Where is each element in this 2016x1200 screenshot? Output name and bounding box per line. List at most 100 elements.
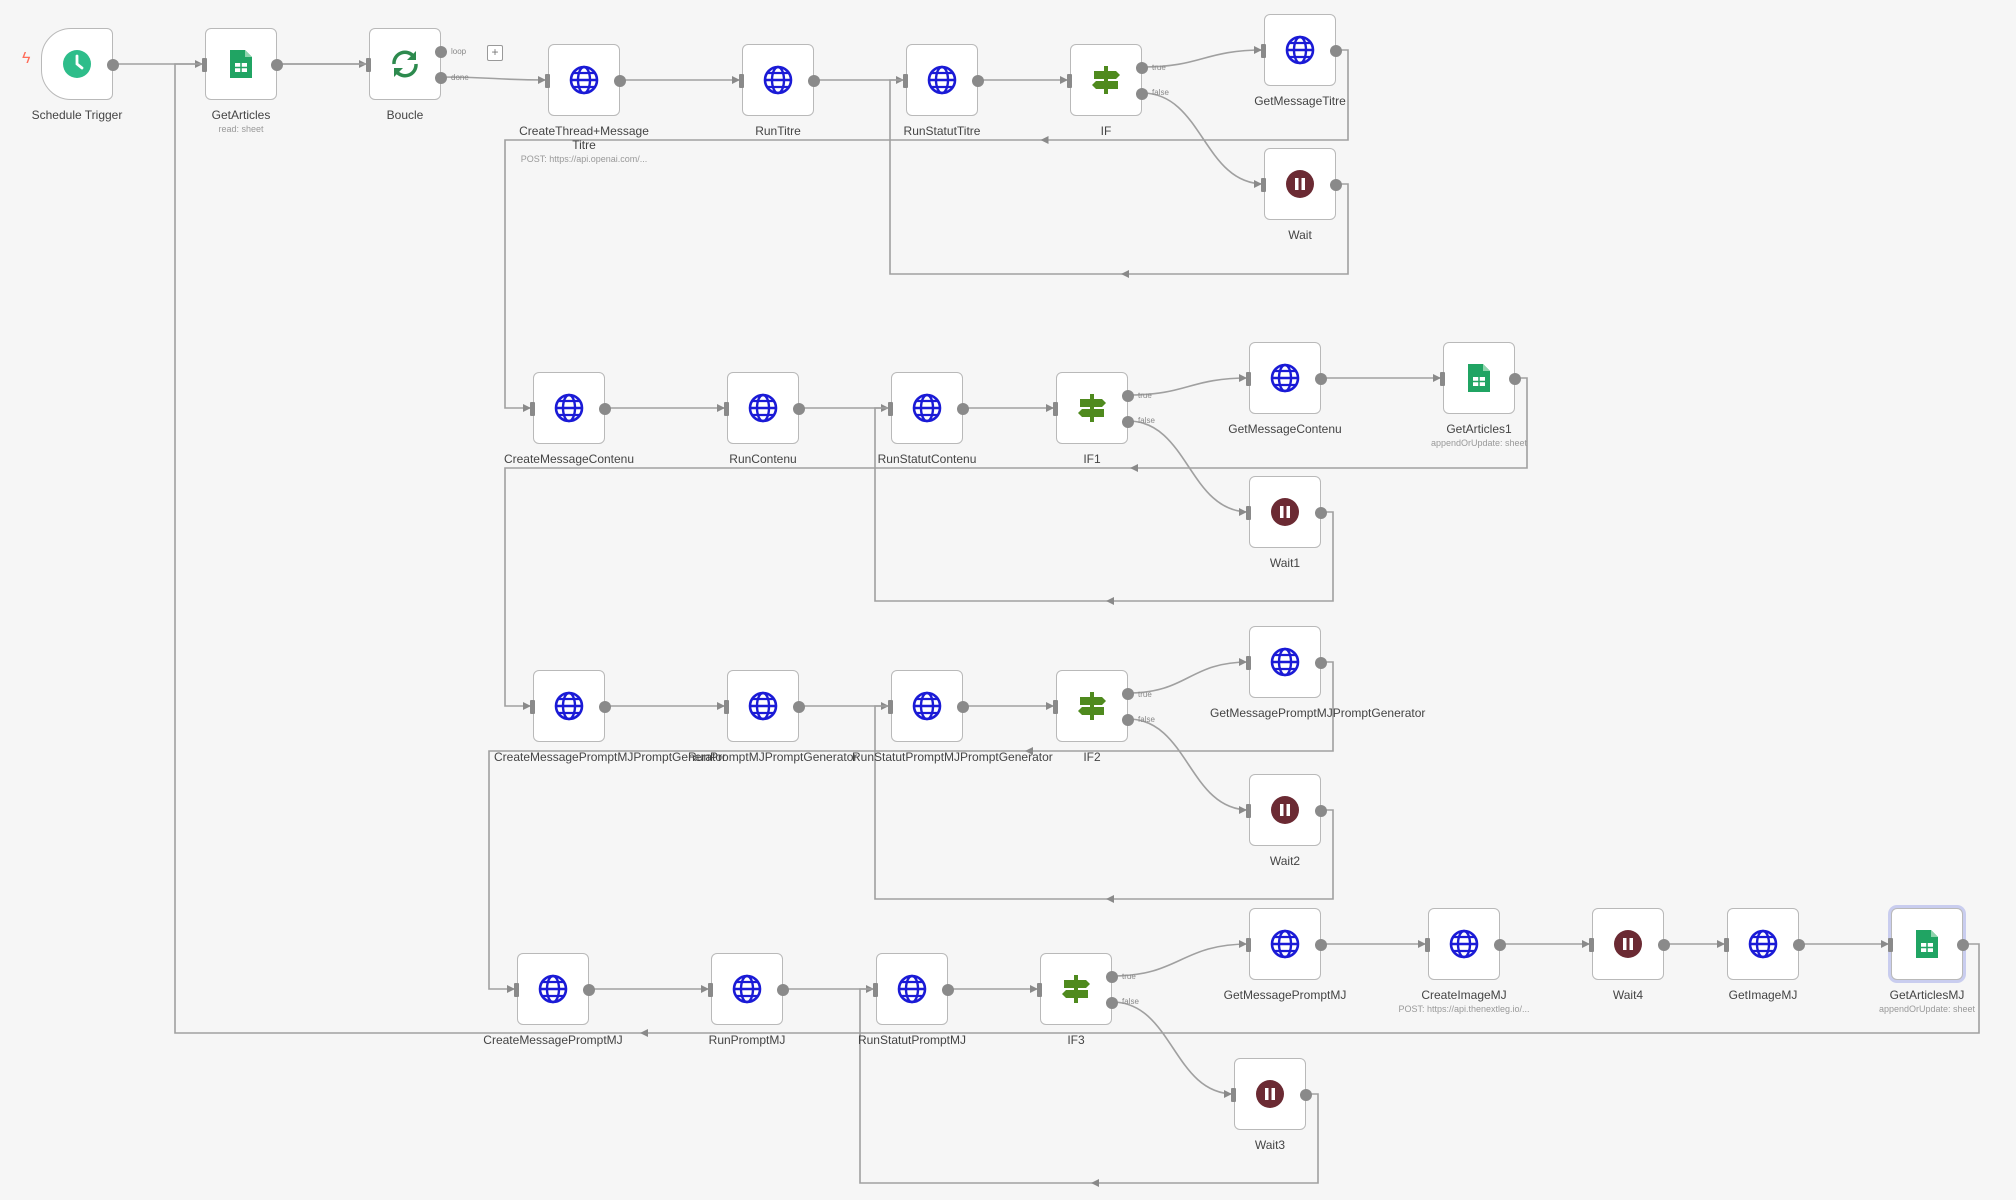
input-port[interactable] [1246, 506, 1251, 520]
output-port[interactable] [271, 59, 283, 71]
output-port[interactable] [1315, 373, 1327, 385]
node-getmessagecontenu[interactable] [1246, 342, 1327, 414]
input-port[interactable] [888, 402, 893, 416]
output-port[interactable] [1494, 939, 1506, 951]
output-port[interactable] [1957, 939, 1969, 951]
node-getmessageprompt[interactable] [1246, 626, 1327, 698]
output-port[interactable] [435, 46, 447, 58]
input-port[interactable] [724, 700, 729, 714]
node-boucle[interactable] [366, 28, 447, 100]
output-port[interactable] [1315, 657, 1327, 669]
node-runstatustitre[interactable] [903, 44, 984, 116]
node-runcontenu[interactable] [724, 372, 805, 444]
input-port[interactable] [366, 58, 371, 72]
output-port[interactable] [1315, 507, 1327, 519]
input-port[interactable] [1425, 938, 1430, 952]
output-port[interactable] [599, 403, 611, 415]
node-if[interactable] [1067, 44, 1148, 116]
input-port[interactable] [530, 700, 535, 714]
output-port[interactable] [942, 984, 954, 996]
node-getarticles[interactable] [202, 28, 283, 100]
input-port[interactable] [708, 983, 713, 997]
input-port[interactable] [545, 74, 550, 88]
node-schedule[interactable] [41, 28, 119, 100]
node-getimagemj[interactable] [1724, 908, 1805, 980]
output-port[interactable] [1122, 688, 1134, 700]
node-createmessageprompt[interactable] [530, 670, 611, 742]
node-if3[interactable] [1037, 953, 1118, 1025]
output-port[interactable] [1330, 179, 1342, 191]
output-port[interactable] [1122, 714, 1134, 726]
output-port[interactable] [1122, 390, 1134, 402]
input-port[interactable] [1261, 178, 1266, 192]
input-port[interactable] [1246, 938, 1251, 952]
output-port[interactable] [1315, 805, 1327, 817]
input-port[interactable] [1246, 804, 1251, 818]
node-runstatutcontenu[interactable] [888, 372, 969, 444]
node-runpromptmj[interactable] [708, 953, 789, 1025]
output-port[interactable] [793, 403, 805, 415]
output-port[interactable] [1658, 939, 1670, 951]
node-wait3[interactable] [1231, 1058, 1312, 1130]
output-port[interactable] [583, 984, 595, 996]
node-createimagemj[interactable] [1425, 908, 1506, 980]
node-getarticles1[interactable] [1440, 342, 1521, 414]
node-getmessagepromptmj[interactable] [1246, 908, 1327, 980]
output-port[interactable] [1122, 416, 1134, 428]
output-port[interactable] [1509, 373, 1521, 385]
output-port[interactable] [972, 75, 984, 87]
node-wait4[interactable] [1589, 908, 1670, 980]
output-port[interactable] [614, 75, 626, 87]
node-runstatutprompt[interactable] [888, 670, 969, 742]
input-port[interactable] [1724, 938, 1729, 952]
input-port[interactable] [739, 74, 744, 88]
node-wait2[interactable] [1246, 774, 1327, 846]
output-port[interactable] [1330, 45, 1342, 57]
node-if1[interactable] [1053, 372, 1134, 444]
output-port[interactable] [808, 75, 820, 87]
node-runtitre[interactable] [739, 44, 820, 116]
node-getmessagetitre[interactable] [1261, 14, 1342, 86]
input-port[interactable] [514, 983, 519, 997]
node-createmessagecontenu[interactable] [530, 372, 611, 444]
node-wait[interactable] [1261, 148, 1342, 220]
output-port[interactable] [1793, 939, 1805, 951]
output-port[interactable] [1106, 997, 1118, 1009]
output-port[interactable] [1300, 1089, 1312, 1101]
output-port[interactable] [1106, 971, 1118, 983]
input-port[interactable] [1440, 372, 1445, 386]
input-port[interactable] [888, 700, 893, 714]
input-port[interactable] [1037, 983, 1042, 997]
input-port[interactable] [1261, 44, 1266, 58]
input-port[interactable] [1053, 402, 1058, 416]
output-port[interactable] [107, 59, 119, 71]
input-port[interactable] [1589, 938, 1594, 952]
input-port[interactable] [530, 402, 535, 416]
output-port[interactable] [793, 701, 805, 713]
node-getarticlesmj[interactable] [1888, 908, 1969, 980]
input-port[interactable] [1053, 700, 1058, 714]
output-port[interactable] [599, 701, 611, 713]
node-runstatutpromptmj[interactable] [873, 953, 954, 1025]
output-port[interactable] [1315, 939, 1327, 951]
node-runprompt[interactable] [724, 670, 805, 742]
add-node-button[interactable]: + [487, 45, 503, 61]
output-port[interactable] [957, 701, 969, 713]
node-createthread[interactable] [545, 44, 626, 116]
input-port[interactable] [873, 983, 878, 997]
input-port[interactable] [1231, 1088, 1236, 1102]
node-wait1[interactable] [1246, 476, 1327, 548]
input-port[interactable] [202, 58, 207, 72]
output-port[interactable] [1136, 62, 1148, 74]
output-port[interactable] [957, 403, 969, 415]
input-port[interactable] [1888, 938, 1893, 952]
output-port[interactable] [435, 72, 447, 84]
node-createmessagepromptmj[interactable] [514, 953, 595, 1025]
output-port[interactable] [777, 984, 789, 996]
output-port[interactable] [1136, 88, 1148, 100]
input-port[interactable] [1246, 656, 1251, 670]
input-port[interactable] [903, 74, 908, 88]
input-port[interactable] [1067, 74, 1072, 88]
node-if2[interactable] [1053, 670, 1134, 742]
